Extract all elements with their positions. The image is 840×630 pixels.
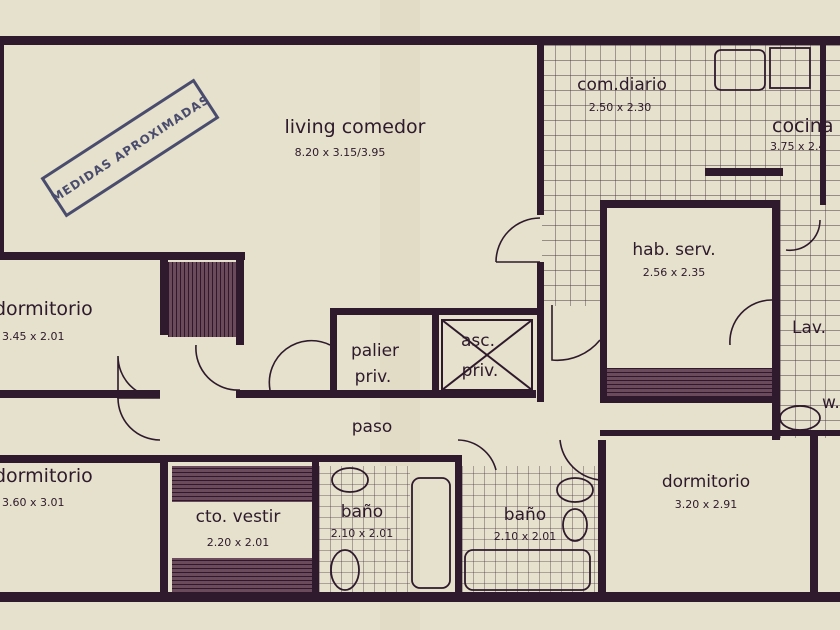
paso-label: paso <box>352 417 392 437</box>
bano-1-dims: 2.10 x 2.01 <box>331 527 394 540</box>
bano-2-dims: 2.10 x 2.01 <box>494 530 557 543</box>
palier-label: palier <box>351 341 399 361</box>
dorm-2-label: dormitorio <box>0 465 93 487</box>
dorm-2-dims: 3.60 x 3.01 <box>2 496 65 509</box>
walls <box>0 36 840 602</box>
kitchen-tile-floor <box>542 44 840 206</box>
lav-label: Lav. <box>792 318 826 338</box>
palier-priv-label: priv. <box>355 367 392 387</box>
room-labels: living comedor 8.20 x 3.15/3.95 com.diar… <box>0 75 840 549</box>
com-diario-label: com.diario <box>577 75 667 95</box>
cocina-dims: 3.75 x 2.4 <box>770 140 826 153</box>
cto-vestir-dims: 2.20 x 2.01 <box>207 536 270 549</box>
cocina-label: cocina <box>772 115 833 137</box>
bathroom-fixtures <box>330 47 821 591</box>
closet-hatch-1 <box>168 262 236 337</box>
bano-2-label: baño <box>504 505 546 525</box>
com-diario-dims: 2.50 x 2.30 <box>589 101 652 114</box>
closet-hatch-2 <box>607 368 772 396</box>
dorm-1-label: dormitorio <box>0 298 93 320</box>
cto-vestir-label: cto. vestir <box>196 507 281 527</box>
corridor-tile-floor <box>542 206 600 306</box>
dorm-1-dims: 3.45 x 2.01 <box>2 330 65 343</box>
door-swings <box>117 217 821 481</box>
dorm-3-dims: 3.20 x 2.91 <box>675 498 738 511</box>
asc-priv-label: priv. <box>462 361 499 381</box>
closet-hatch-3 <box>172 466 312 502</box>
dorm-3-label: dormitorio <box>662 472 750 492</box>
elevator-shaft <box>441 319 533 391</box>
hab-serv-dims: 2.56 x 2.35 <box>643 266 706 279</box>
hab-serv-label: hab. serv. <box>632 240 715 260</box>
living-label: living comedor <box>285 116 426 138</box>
bath-2-tile-floor <box>460 466 600 596</box>
asc-label: asc. <box>461 331 495 351</box>
wc-label: w.c <box>822 393 840 413</box>
bano-1-label: baño <box>341 502 383 522</box>
service-area-tile-floor <box>778 206 840 438</box>
closet-hatch-4 <box>172 558 312 592</box>
living-dims: 8.20 x 3.15/3.95 <box>295 146 386 159</box>
